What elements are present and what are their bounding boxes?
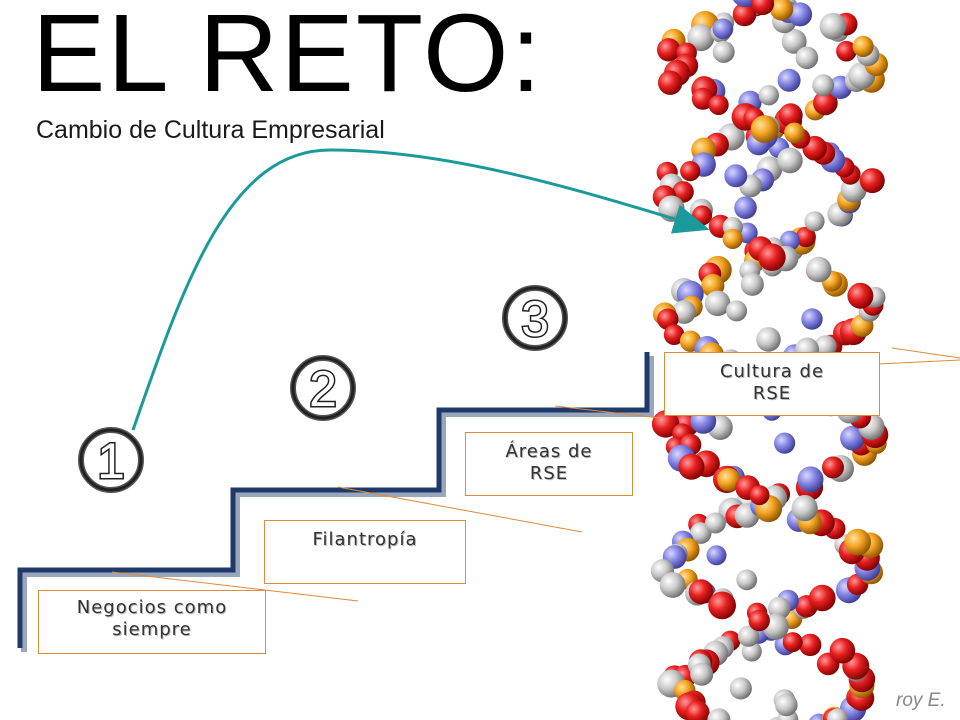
dna-atom	[722, 228, 743, 249]
dna-atom	[840, 425, 865, 451]
dna-atom	[779, 230, 800, 251]
dna-atom	[829, 637, 856, 664]
dna-atom	[688, 579, 714, 605]
dna-atom	[734, 196, 757, 219]
dna-atom	[778, 103, 803, 128]
dna-atom	[801, 308, 823, 330]
dna-atom	[758, 243, 786, 271]
dna-atom	[732, 0, 758, 8]
dna-atom	[736, 569, 758, 591]
slide-subtitle: Cambio de Cultura Empresarial	[36, 116, 385, 144]
dna-atom	[775, 693, 798, 717]
dna-atom	[768, 596, 791, 620]
dna-atom	[712, 18, 734, 40]
dna-atom	[704, 290, 731, 317]
dna-atom	[774, 432, 796, 454]
dna-atom	[707, 708, 731, 720]
callout-line-2	[337, 486, 583, 533]
dna-atom	[704, 512, 726, 534]
dna-atom	[827, 708, 849, 720]
dna-atom	[813, 90, 838, 116]
dna-atom	[847, 282, 874, 309]
dna-atom	[717, 468, 741, 492]
dna-atom	[712, 40, 735, 63]
dna-atom	[784, 122, 805, 144]
dna-atom	[795, 226, 816, 248]
dna-atom	[844, 528, 871, 556]
dna-atom	[804, 211, 825, 232]
dna-atom	[680, 161, 701, 182]
dna-atom	[678, 453, 705, 480]
dna-atom	[770, 0, 794, 21]
step-number-1: 1	[78, 427, 144, 493]
dna-atom	[737, 625, 760, 647]
dna-atom	[651, 410, 680, 438]
dna-atom	[708, 591, 736, 620]
dna-atom	[781, 29, 807, 54]
dna-atom	[758, 85, 779, 106]
dna-atom	[685, 700, 710, 720]
dna-atom	[859, 168, 885, 194]
svg-text:3: 3	[521, 291, 549, 347]
dna-atom	[819, 12, 847, 40]
dna-atom	[791, 495, 818, 522]
dna-atom	[659, 572, 686, 598]
dna-atom	[782, 632, 803, 653]
dna-atom	[706, 545, 727, 566]
dna-atom	[658, 70, 683, 95]
dna-atom	[750, 115, 779, 143]
dna-atom	[751, 0, 775, 16]
dna-atom	[729, 677, 752, 700]
dna-atom	[799, 633, 822, 657]
dna-atom	[657, 38, 681, 62]
dna-atom	[777, 147, 803, 174]
image-credit: roy E.	[896, 690, 946, 711]
dna-atom	[814, 335, 837, 358]
dna-atom	[797, 466, 824, 493]
dna-atom	[795, 46, 819, 70]
dna-atom	[726, 300, 748, 322]
dna-atom	[691, 87, 714, 110]
step-label-2: Filantropía	[264, 520, 466, 584]
dna-atom	[836, 40, 857, 62]
dna-atom	[788, 2, 813, 27]
step-number-2: 2	[290, 355, 356, 421]
dna-atom	[809, 584, 836, 612]
dna-atom	[852, 35, 874, 58]
dna-atom	[708, 94, 729, 115]
dna-atom	[690, 662, 714, 686]
dna-atom	[663, 324, 685, 346]
svg-text:1: 1	[97, 433, 125, 489]
dna-atom	[756, 327, 781, 352]
slide-title: EL RETO:	[32, 0, 544, 115]
dna-atom	[822, 456, 844, 479]
callout-line-3	[554, 405, 661, 419]
staircase-shadow	[21, 356, 654, 652]
dna-atom	[740, 272, 764, 296]
staircase	[17, 352, 650, 648]
curved-arrow	[131, 148, 710, 431]
callout-line-4b	[877, 359, 960, 365]
step-number-3: 3	[502, 285, 568, 351]
dna-atom	[724, 164, 748, 188]
callout-line-4a	[891, 347, 960, 359]
dna-atom	[812, 74, 835, 97]
dna-atom	[687, 24, 715, 52]
svg-text:2: 2	[309, 361, 337, 417]
dna-atom	[777, 68, 801, 92]
dna-atom	[748, 609, 770, 632]
dna-atom	[749, 485, 770, 506]
callout-line-1	[111, 571, 359, 602]
dna-atom	[732, 2, 757, 27]
dna-atom	[806, 256, 832, 283]
